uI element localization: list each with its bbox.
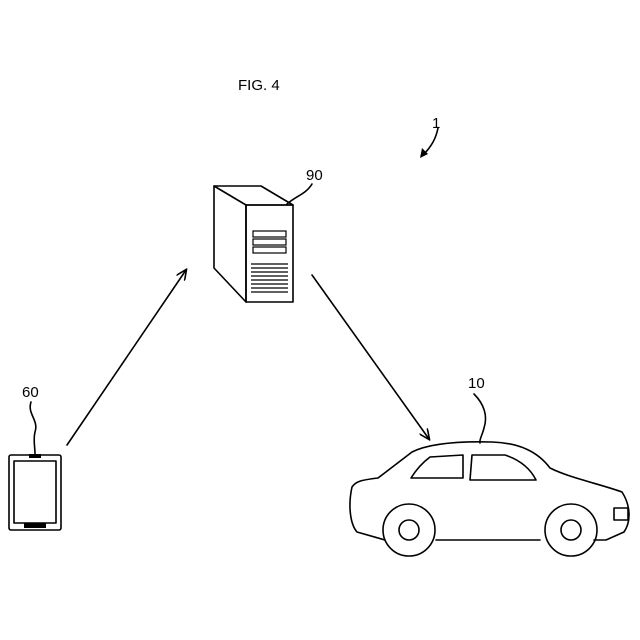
arrow-server-to-vehicle [312,275,429,439]
figure-title: FIG. 4 [238,77,280,94]
system-ref-label: 1 [432,115,440,132]
vehicle-body [350,442,629,540]
terminal-ref-label: 60 [22,384,39,401]
server-vent-lines [251,264,288,292]
vehicle-front-wheel [545,504,597,556]
server-icon [214,186,293,302]
system-ref-arrow [423,128,438,155]
terminal-bottom-bar [24,523,46,528]
arrow-terminal-to-server [67,270,186,445]
vehicle-ref-label: 10 [468,375,485,392]
vehicle-window-front [470,455,536,480]
vehicle-rear-wheel [383,504,435,556]
server-drive-bays [253,231,286,253]
server-ref-label: 90 [306,167,323,184]
vehicle-window-rear [411,455,463,478]
vehicle-icon [350,442,629,556]
vehicle-headlight [614,508,628,520]
terminal-leader-line [30,402,36,454]
vehicle-leader-line [474,394,486,443]
system-ref-arrowhead [420,148,428,158]
terminal-icon [9,454,61,530]
server-leader-line [287,184,312,204]
